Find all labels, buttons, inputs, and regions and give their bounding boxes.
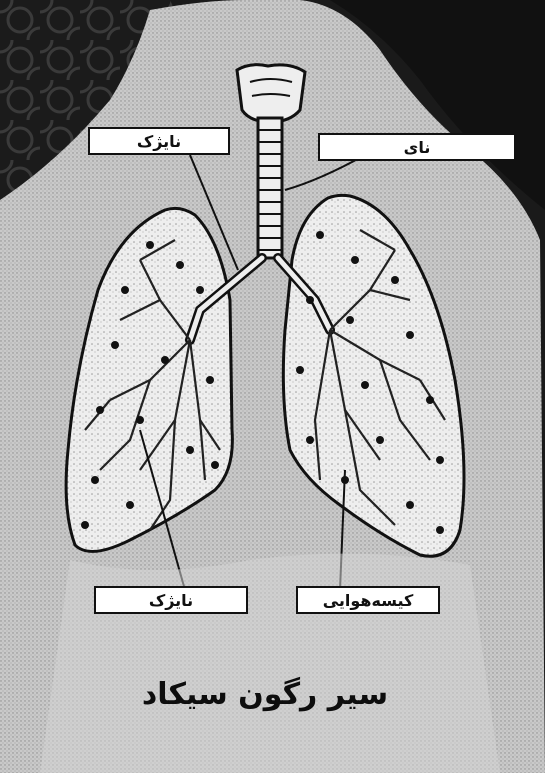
diagram-caption: سیر رگون سیکاد: [80, 668, 450, 720]
bronchus-label: نای: [318, 133, 516, 161]
alveoli-label: کیسه‌هوایی: [296, 586, 440, 614]
trachea-label: نایژک: [88, 127, 230, 155]
bronchiole-label: نایژک: [94, 586, 248, 614]
